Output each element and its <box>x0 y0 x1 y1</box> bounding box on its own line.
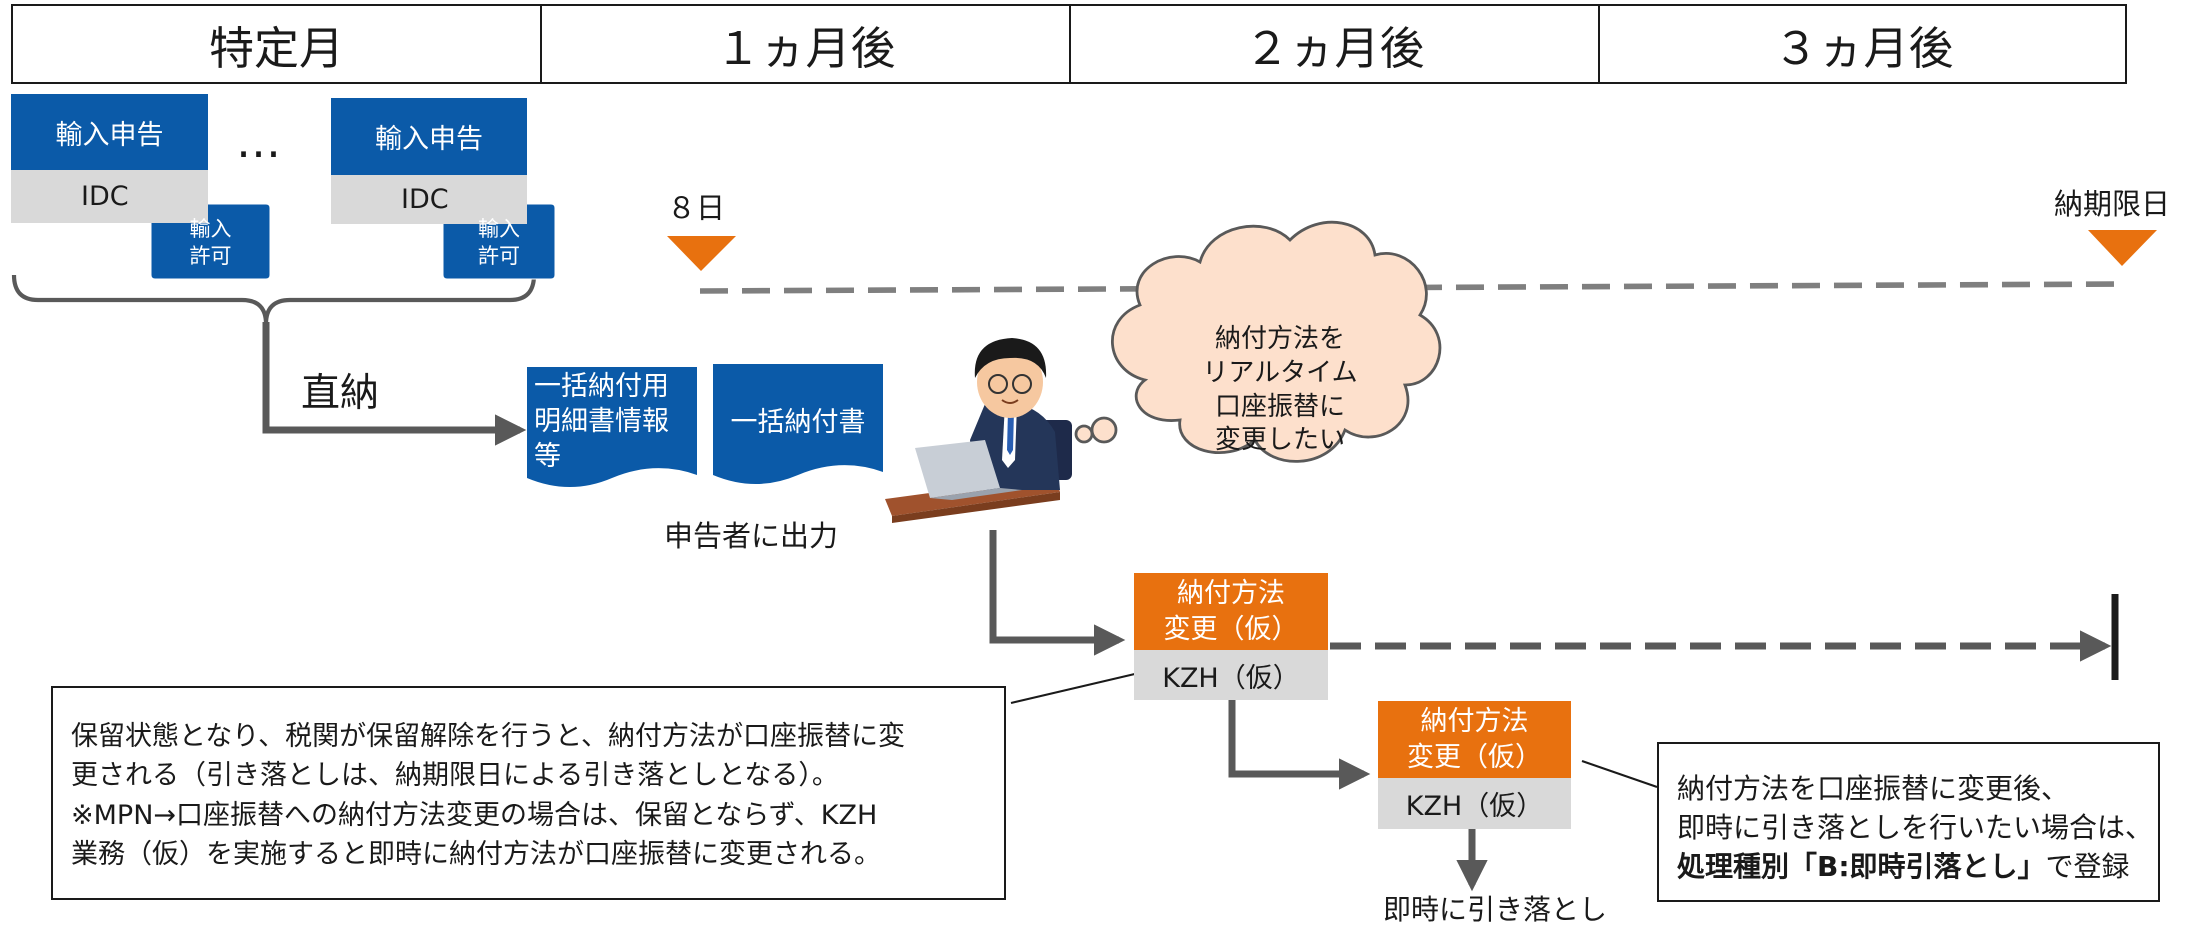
bulk-bill-text: 一括納付書 <box>730 407 866 438</box>
timeline-label: １ヵ月後 <box>715 21 896 75</box>
detail-document-icon <box>527 367 697 487</box>
import-declaration-title: 輸入申告 <box>11 94 208 170</box>
doc-line: 明細書情報 <box>534 406 669 438</box>
timeline-label: ３ヵ月後 <box>1773 21 1954 75</box>
day8-marker-icon <box>667 236 736 271</box>
note-line-tail: で登録 <box>2045 850 2130 884</box>
detail-document-text: 一括納付用 明細書情報 等 <box>534 369 694 474</box>
immediate-debit-note: 納付方法を口座振替に変更後、 即時に引き落としを行いたい場合は、 処理種別「B:… <box>1657 742 2160 902</box>
import-declaration-code: IDC <box>11 170 208 223</box>
payment-method-change-box: 納付方法 変更（仮） <box>1378 701 1571 778</box>
permit-text: 許可 <box>189 244 232 268</box>
thought-bubble-text: 納付方法を リアルタイム 口座振替に 変更したい <box>1160 323 1400 458</box>
timeline-col-2-month: ２ヵ月後 <box>1071 6 1600 82</box>
idc-code: IDC <box>81 181 129 212</box>
permit-text: 許可 <box>478 244 520 268</box>
office-worker-icon <box>885 338 1072 523</box>
thought-bubble-cloud <box>1074 220 1442 463</box>
due-date-label: 納期限日 <box>2054 187 2171 221</box>
timeline-col-specific-month: 特定月 <box>13 6 542 82</box>
timeline-col-3-month: ３ヵ月後 <box>1600 6 2127 82</box>
immediate-debit-label: 即時に引き落とし <box>1383 893 1608 926</box>
bubble-line: 納付方法を <box>1214 324 1345 354</box>
bubble-line: 口座振替に <box>1214 391 1345 422</box>
payment-method-change-box: 納付方法 変更（仮） <box>1134 573 1328 650</box>
user-to-change-arrow <box>989 530 1126 656</box>
note-line: 保留状態となり、税関が保留解除を行うと、納付方法が口座振替に変 <box>71 721 906 752</box>
hold-release-note: 保留状態となり、税関が保留解除を行うと、納付方法が口座振替に変 更される（引き落… <box>51 686 1006 900</box>
note-line: 処理種別「B:即時引落とし」で登録 <box>1677 847 2158 886</box>
ellipsis: … <box>236 115 283 168</box>
direct-payment-arrow <box>262 322 527 446</box>
bubble-line: リアルタイム <box>1202 357 1358 388</box>
permit-callout-label: 輸入許可 <box>443 208 555 278</box>
note-line: ※MPN→口座振替への納付方法変更の場合は、保留とならず、KZH <box>71 799 878 831</box>
change-title: 変更（仮） <box>1407 741 1542 773</box>
timeline-label: ２ヵ月後 <box>1244 21 1425 75</box>
permit-text: 輸入 <box>478 216 520 241</box>
kzh-code: KZH（仮） <box>1134 650 1328 700</box>
processing-type-emphasis: 処理種別「B:即時引落とし」 <box>1677 850 2046 884</box>
change1-to-change2-arrow <box>1228 700 1371 790</box>
grouping-brace <box>11 274 537 325</box>
permit-callout-label: 輸入許可 <box>151 208 270 278</box>
note-line: 業務（仮）を実施すると即時に納付方法が口座振替に変更される。 <box>71 839 881 871</box>
doc-line: 一括納付用 <box>534 371 669 402</box>
permit-text: 輸入 <box>189 216 232 241</box>
note-line: 即時に引き落としを行いたい場合は、 <box>1677 811 2154 845</box>
due-date-marker-icon <box>2088 230 2157 266</box>
direct-payment-label: 直納 <box>301 371 380 416</box>
idc-code: IDC <box>401 184 449 215</box>
output-caption: 申告者に出力 <box>664 519 839 553</box>
day8-label: ８日 <box>667 191 726 225</box>
change-title: 納付方法 <box>1420 706 1529 738</box>
note-line: 納付方法を口座振替に変更後、 <box>1677 772 2070 805</box>
kzh-code: KZH（仮） <box>1378 778 1571 829</box>
bubble-line: 変更したい <box>1214 425 1345 456</box>
import-declaration-title: 輸入申告 <box>331 98 527 175</box>
note-left-leader <box>1010 671 1140 705</box>
change-title: 変更（仮） <box>1163 613 1299 645</box>
payment-period-line <box>699 281 2127 294</box>
timeline-col-1-month: １ヵ月後 <box>542 6 1071 82</box>
bulk-bill-document-icon <box>713 364 883 484</box>
import-declaration-code: IDC <box>331 175 527 224</box>
doc-line: 等 <box>534 441 561 473</box>
note-line: 更される（引き落としは、納期限日による引き落としとなる）。 <box>71 760 839 792</box>
change-title: 納付方法 <box>1177 578 1285 610</box>
timeline-header: 特定月 １ヵ月後 ２ヵ月後 ３ヵ月後 <box>11 4 2127 84</box>
note-right-leader <box>1581 760 1658 788</box>
timeline-label: 特定月 <box>208 21 344 75</box>
